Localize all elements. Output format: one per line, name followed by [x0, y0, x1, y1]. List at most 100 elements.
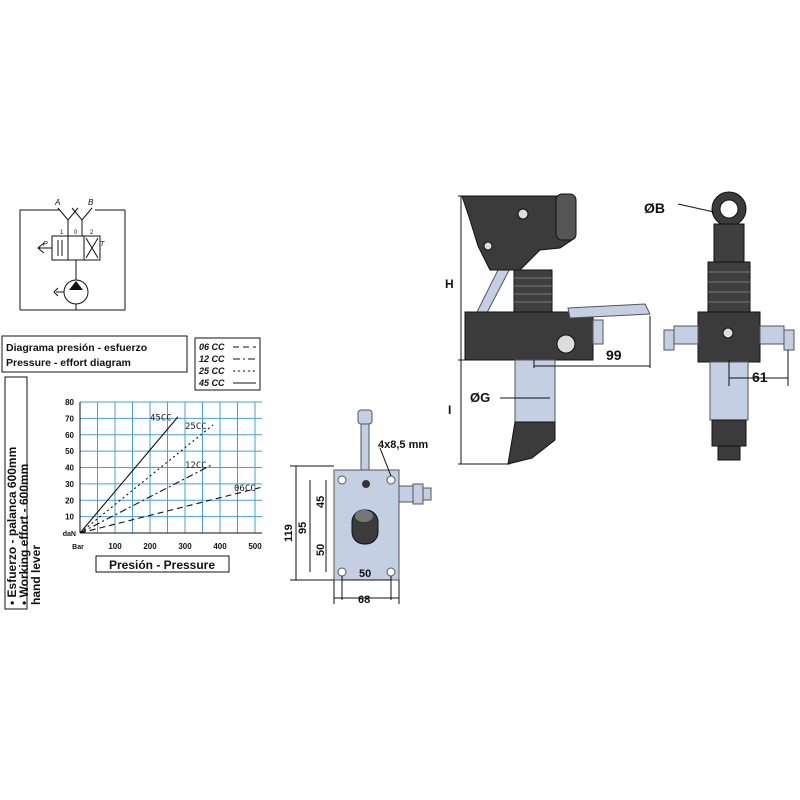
rear-suction-stub — [711, 419, 747, 447]
dim-g: ØG — [470, 390, 490, 405]
holes-label: 4x8,5 mm — [378, 439, 428, 451]
side-link-pin — [483, 241, 493, 251]
front-fitting-body — [398, 485, 414, 503]
series-curve-label-2: 25CC — [185, 422, 207, 432]
x-tick-label: 500 — [248, 542, 262, 551]
dim-b: ØB — [644, 200, 665, 216]
dim-119: 119 — [283, 524, 295, 542]
valve-lever-symbol — [37, 242, 52, 254]
y-origin-label: daN — [63, 531, 76, 538]
hydraulic-schematic: A B P T 1 0 2 — [19, 198, 126, 311]
rear-fitting-right-end — [783, 329, 795, 351]
x-tick-label: 300 — [178, 542, 192, 551]
valve-p-label: P — [43, 241, 48, 248]
pos-2-label: 2 — [90, 230, 94, 236]
side-handle-socket — [555, 193, 577, 241]
dim-i: I — [448, 403, 451, 417]
diagram-title-box: Diagrama presión - esfuerzo Pressure - e… — [1, 335, 188, 373]
dim-68: 68 — [358, 594, 370, 606]
dim-50-horizontal: 50 — [359, 568, 371, 580]
series-line-0 — [79, 486, 263, 534]
dim-b-leader — [677, 203, 715, 213]
dim-99: 99 — [606, 347, 622, 363]
legend-frame — [194, 337, 261, 391]
chart-axes — [79, 402, 262, 534]
mount-hole-3 — [337, 567, 347, 577]
side-suction-elbow — [507, 421, 556, 465]
y-tick-label: 30 — [65, 480, 74, 489]
legend-label-1: 12 CC — [199, 354, 225, 364]
front-fitting-nut — [412, 483, 424, 505]
rear-bellow — [707, 261, 751, 313]
y-tick-label: 10 — [65, 513, 74, 522]
valve-cross-symbol — [85, 237, 99, 259]
rear-screw — [722, 327, 734, 339]
side-view: H I ØG 99 — [445, 193, 651, 465]
dim-95: 95 — [297, 522, 309, 534]
rear-fitting-left — [673, 325, 699, 345]
x-tick-label: 100 — [108, 542, 122, 551]
side-bellow — [513, 269, 553, 313]
front-view: 4x8,5 mm 119 95 45 50 50 68 — [283, 409, 432, 606]
x-tick-label: 200 — [143, 542, 157, 551]
rear-suction-tip — [717, 445, 741, 461]
dim-61: 61 — [752, 369, 768, 385]
chart-series: 06CC 12CC 25CC 45CC — [79, 414, 263, 534]
series-curve-label-1: 12CC — [185, 461, 207, 471]
diagram-title-en: Pressure - effort diagram — [6, 357, 131, 369]
xlabel-frame — [95, 555, 230, 573]
side-valve-knob — [556, 334, 576, 354]
legend-label-3: 45 CC — [198, 378, 225, 388]
ylabel-group: • Esfuerzo - palanca 600mm • Working eff… — [5, 447, 43, 605]
legend-label-2: 25 CC — [198, 366, 225, 376]
side-bellow-ribs — [514, 277, 552, 303]
y-tick-label: 40 — [65, 464, 74, 473]
legend-label-0: 06 CC — [199, 342, 225, 352]
title-box-frame — [1, 335, 188, 373]
ylabel-line-1: • Esfuerzo - palanca 600mm — [5, 447, 19, 605]
pump-arrow-icon — [69, 281, 83, 290]
schematic-left-line — [19, 209, 60, 310]
valve-t-label: T — [100, 241, 105, 248]
side-pivot-pin — [517, 208, 529, 220]
side-cylinder — [514, 359, 556, 423]
pos-1-label: 1 — [60, 230, 64, 236]
ylabel-frame — [4, 376, 28, 610]
side-pump-body — [464, 311, 594, 361]
ylabel-line-3: hand lever — [29, 545, 43, 605]
mount-hole-1 — [337, 475, 347, 485]
y-tick-label: 60 — [65, 431, 74, 440]
rear-view: ØB 61 — [644, 191, 795, 461]
mount-hole-2 — [386, 475, 396, 485]
rear-link — [713, 223, 745, 265]
pump-lever-symbol — [53, 287, 64, 297]
series-curve-label-0: 06CC — [234, 484, 256, 494]
front-lever-knob — [357, 409, 373, 425]
chart-xlabel: Presión - Pressure — [109, 558, 215, 572]
rear-fitting-left-end — [663, 329, 675, 351]
mount-hole-4 — [386, 567, 396, 577]
rear-fitting-right — [759, 325, 785, 345]
side-fitting — [592, 319, 604, 345]
diagram-title-es: Diagrama presión - esfuerzo — [6, 342, 147, 354]
x-tick-label: 400 — [213, 542, 227, 551]
schematic-frame-line — [20, 210, 126, 311]
dim-50-vertical: 50 — [315, 544, 327, 556]
valve-parallel-symbol — [57, 240, 63, 256]
series-curve-label-3: 45CC — [150, 414, 172, 424]
rear-eye-bore — [719, 199, 739, 219]
dim-45: 45 — [315, 496, 327, 508]
legend-items: 06 CC 12 CC 25 CC 45 CC — [198, 342, 256, 388]
y-tick-label: 80 — [65, 398, 74, 407]
series-line-3 — [79, 416, 179, 534]
chart-grid — [80, 401, 262, 533]
series-line-1 — [79, 463, 214, 534]
front-bolt — [362, 480, 370, 488]
front-fitting-end — [422, 487, 432, 501]
legend: 06 CC 12 CC 25 CC 45 CC — [194, 337, 261, 391]
holes-leader — [379, 447, 392, 477]
side-valve-lever — [567, 303, 651, 319]
